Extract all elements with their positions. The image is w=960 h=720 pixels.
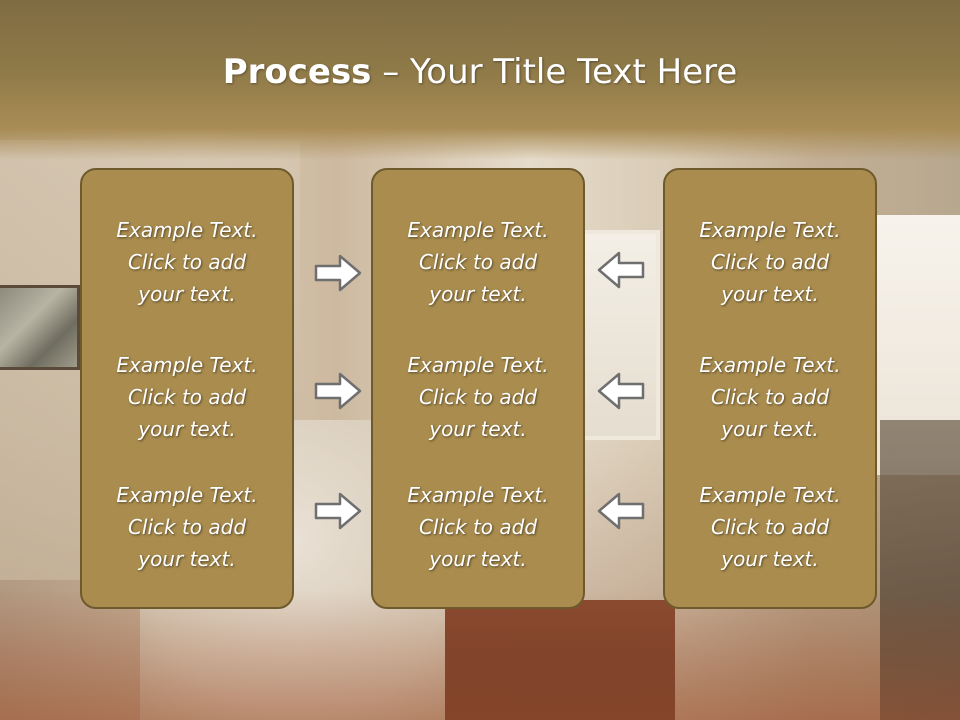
text-line: your text. xyxy=(721,547,819,571)
text-line: your text. xyxy=(721,417,819,441)
text-line: Example Text. xyxy=(407,218,549,242)
text-block[interactable]: Example Text. Click to add your text. xyxy=(665,479,875,575)
text-line: Example Text. xyxy=(116,353,258,377)
slide-title-rest: – Your Title Text Here xyxy=(371,52,738,92)
text-block[interactable]: Example Text. Click to add your text. xyxy=(82,349,292,445)
text-line: Example Text. xyxy=(407,483,549,507)
text-line: your text. xyxy=(429,417,527,441)
text-line: Example Text. xyxy=(699,218,841,242)
process-box-right[interactable]: Example Text. Click to add your text. Ex… xyxy=(663,168,877,609)
text-line: Click to add xyxy=(418,385,538,409)
text-line: Click to add xyxy=(710,385,830,409)
text-line: Example Text. xyxy=(116,218,258,242)
text-line: your text. xyxy=(138,282,236,306)
text-line: Click to add xyxy=(127,515,247,539)
text-block[interactable]: Example Text. Click to add your text. xyxy=(373,479,583,575)
text-line: your text. xyxy=(429,282,527,306)
text-block[interactable]: Example Text. Click to add your text. xyxy=(665,349,875,445)
text-line: Click to add xyxy=(418,250,538,274)
text-line: Example Text. xyxy=(699,353,841,377)
process-box-center[interactable]: Example Text. Click to add your text. Ex… xyxy=(371,168,585,609)
text-line: Click to add xyxy=(710,250,830,274)
text-line: your text. xyxy=(138,417,236,441)
text-line: your text. xyxy=(138,547,236,571)
background-floor xyxy=(0,590,960,720)
text-block[interactable]: Example Text. Click to add your text. xyxy=(373,349,583,445)
text-line: your text. xyxy=(429,547,527,571)
left-arrow-icon xyxy=(597,250,645,290)
background-wall-picture xyxy=(0,285,80,370)
title-band xyxy=(0,0,960,160)
text-line: Click to add xyxy=(127,385,247,409)
right-arrow-icon xyxy=(314,491,362,531)
text-line: Example Text. xyxy=(699,483,841,507)
right-arrow-icon xyxy=(314,371,362,411)
text-block[interactable]: Example Text. Click to add your text. xyxy=(373,214,583,310)
slide-title[interactable]: Process – Your Title Text Here xyxy=(0,52,960,92)
text-line: Click to add xyxy=(127,250,247,274)
text-line: Click to add xyxy=(710,515,830,539)
left-arrow-icon xyxy=(597,371,645,411)
process-box-left[interactable]: Example Text. Click to add your text. Ex… xyxy=(80,168,294,609)
text-line: Click to add xyxy=(418,515,538,539)
text-line: Example Text. xyxy=(407,353,549,377)
slide-title-bold: Process xyxy=(222,52,372,92)
left-arrow-icon xyxy=(597,491,645,531)
text-block[interactable]: Example Text. Click to add your text. xyxy=(82,214,292,310)
text-block[interactable]: Example Text. Click to add your text. xyxy=(82,479,292,575)
right-arrow-icon xyxy=(314,253,362,293)
text-line: your text. xyxy=(721,282,819,306)
text-block[interactable]: Example Text. Click to add your text. xyxy=(665,214,875,310)
text-line: Example Text. xyxy=(116,483,258,507)
